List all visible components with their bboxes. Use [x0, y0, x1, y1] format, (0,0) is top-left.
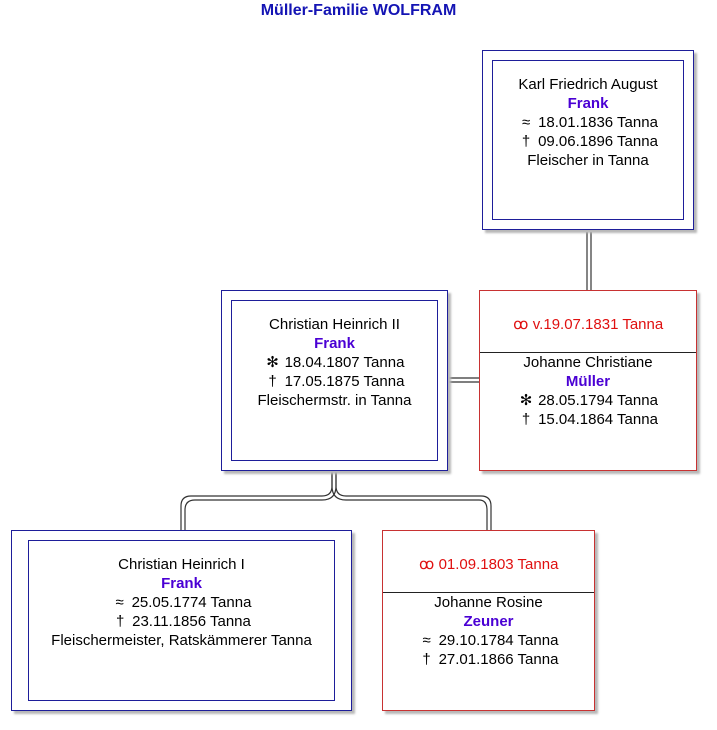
surname: Frank — [567, 95, 609, 112]
given-name: Karl Friedrich August — [518, 76, 658, 93]
birth-date: 18.04.1807 Tanna — [284, 354, 405, 371]
death-icon: † — [268, 373, 277, 390]
birth-date: 28.05.1794 Tanna — [538, 392, 658, 409]
death-date: 09.06.1896 Tanna — [538, 133, 658, 150]
surname: Zeuner — [463, 613, 514, 630]
person-card-inner-frame — [28, 540, 335, 701]
birth-line: ✻ 28.05.1794 Tanna — [480, 391, 696, 410]
baptism-date: 29.10.1784 Tanna — [438, 632, 559, 649]
surname: Frank — [161, 575, 202, 592]
person-card-christian-heinrich-ii[interactable]: Christian Heinrich II Frank ✻ 18.04.1807 … — [221, 290, 448, 471]
surname: Müller — [565, 373, 611, 390]
death-line: † 17.05.1875 Tanna — [222, 372, 447, 391]
baptism-line: ≈18.01.1836 Tanna — [483, 113, 693, 132]
occupation: Fleischer in Tanna — [527, 152, 649, 169]
death-line: † 09.06.1896 Tanna — [483, 132, 693, 151]
death-icon: † — [115, 613, 125, 630]
death-date: 15.04.1864 Tanna — [538, 411, 658, 428]
marriage-rings-icon: ꝏ — [418, 556, 435, 573]
person-card-inner-frame — [231, 300, 438, 461]
given-name: Christian Heinrich I — [118, 556, 245, 573]
death-line: † 15.04.1864 Tanna — [480, 410, 696, 429]
death-icon: † — [521, 133, 531, 150]
given-name: Johanne Rosine — [434, 594, 543, 611]
death-date: 17.05.1875 Tanna — [284, 373, 405, 390]
marriage-date: 01.09.1803 Tanna — [438, 556, 559, 573]
page-title: Müller-Familie WOLFRAM — [260, 2, 457, 19]
person-card-karl-friedrich-august[interactable]: Karl Friedrich August Frank ≈18.01.1836 … — [482, 50, 694, 230]
divider — [480, 352, 696, 353]
baptism-icon: ≈ — [115, 594, 124, 611]
baptism-line: ≈29.10.1784 Tanna — [383, 631, 594, 650]
baptism-line: ≈25.05.1774 Tanna — [12, 593, 351, 612]
death-date: 27.01.1866 Tanna — [438, 651, 559, 668]
baptism-icon: ≈ — [521, 114, 531, 131]
birth-line: ✻ 18.04.1807 Tanna — [222, 353, 447, 372]
death-line: † 27.01.1866 Tanna — [383, 650, 594, 669]
occupation: Fleischermstr. in Tanna — [257, 392, 412, 409]
person-card-christian-heinrich-i[interactable]: Christian Heinrich I Frank ≈25.05.1774 T… — [11, 530, 352, 711]
death-date: 23.11.1856 Tanna — [132, 613, 251, 630]
surname: Frank — [314, 335, 355, 352]
baptism-date: 25.05.1774 Tanna — [131, 594, 252, 611]
marriage-rings-icon: ꝏ — [513, 316, 529, 333]
marriage-date: v.19.07.1831 Tanna — [532, 316, 664, 333]
divider — [383, 592, 594, 593]
baptism-date: 18.01.1836 Tanna — [538, 114, 658, 131]
death-icon: † — [422, 651, 431, 668]
death-line: † 23.11.1856 Tanna — [12, 612, 351, 631]
birth-icon: ✻ — [519, 392, 533, 409]
person-card-inner-frame — [492, 60, 684, 220]
baptism-icon: ≈ — [422, 632, 431, 649]
birth-icon: ✻ — [266, 354, 279, 371]
death-icon: † — [521, 411, 531, 428]
occupation: Fleischermeister, Ratskämmerer Tanna — [51, 632, 312, 649]
given-name: Christian Heinrich II — [269, 316, 400, 333]
given-name: Johanne Christiane — [523, 354, 653, 371]
